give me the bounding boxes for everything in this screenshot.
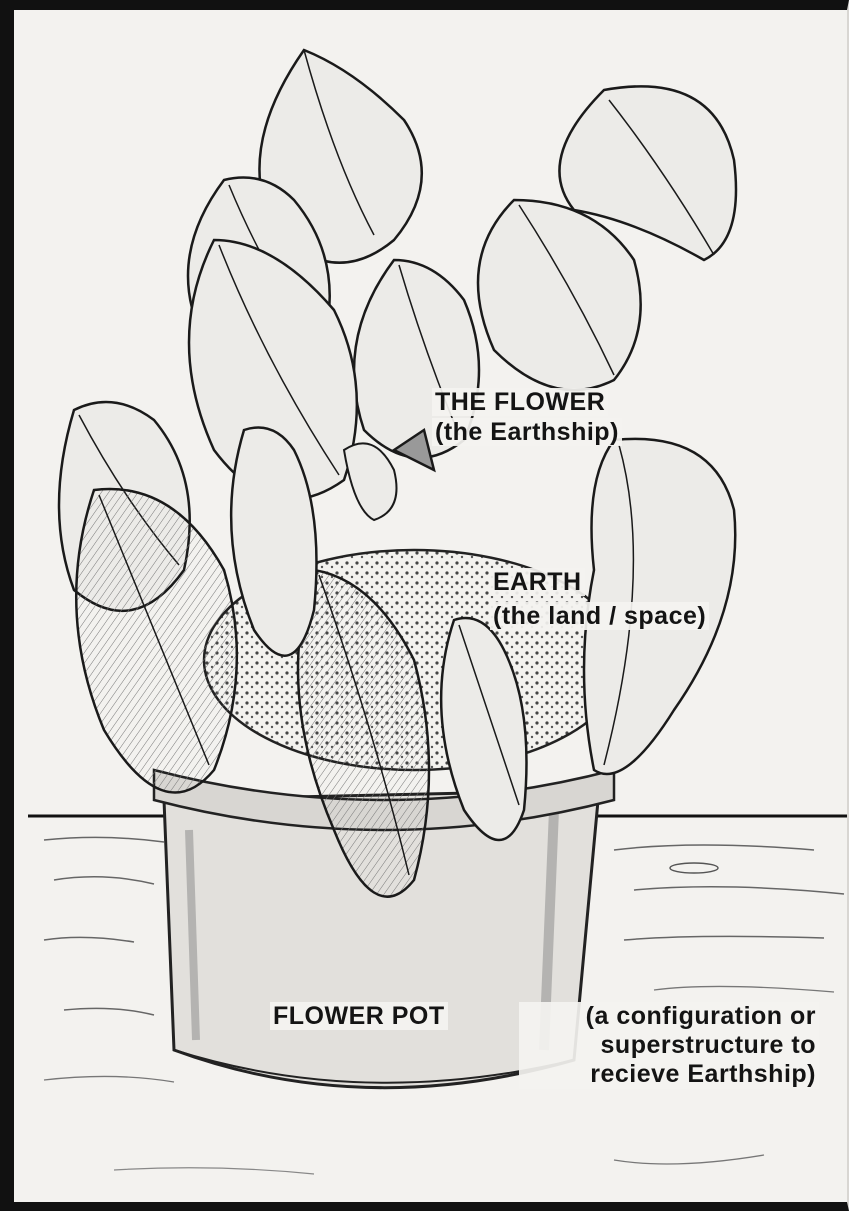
flower-title-label: THE FLOWER — [432, 388, 608, 416]
earth-subtitle-label: (the land / space) — [490, 602, 709, 630]
flower-pot-description-line-3: recieve Earthship) — [519, 1060, 819, 1089]
earth-title-label: EARTH — [490, 568, 585, 596]
plant-leaves — [59, 50, 736, 897]
flower-pot-description-line-2: superstructure to — [519, 1031, 819, 1060]
flower-pot-label: FLOWER POT — [270, 1002, 448, 1030]
flower-pot-description: (a configuration or superstructure to re… — [519, 1002, 819, 1089]
flower-pot-description-line-1: (a configuration or — [519, 1002, 819, 1031]
flower-subtitle-label: (the Earthship) — [432, 418, 622, 446]
